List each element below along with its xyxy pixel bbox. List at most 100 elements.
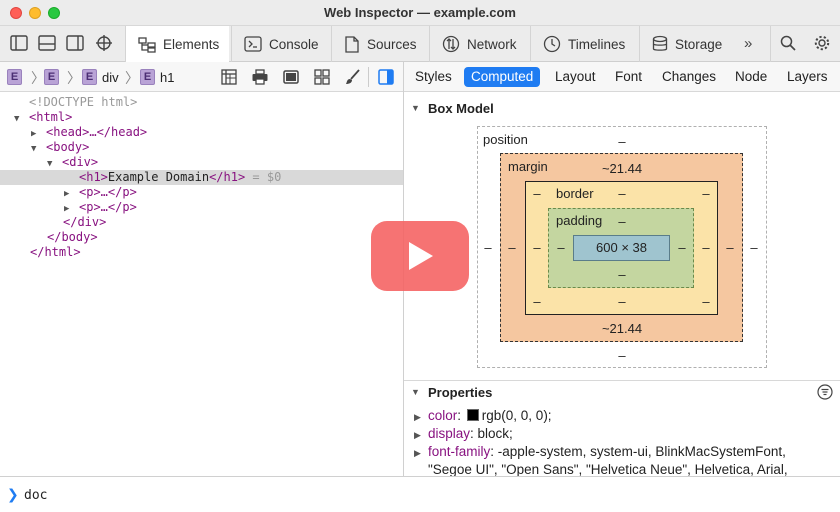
border-corner-value: – bbox=[533, 186, 541, 201]
dom-node-head[interactable]: ▶<head>…</head> bbox=[0, 125, 403, 140]
border-left-value[interactable]: – bbox=[533, 240, 541, 255]
breadcrumb-separator-icon: 〉 bbox=[125, 70, 139, 86]
timelines-icon bbox=[543, 35, 561, 53]
position-left-value[interactable]: – bbox=[484, 240, 492, 255]
dock-right-icon[interactable] bbox=[66, 34, 84, 52]
collapsed-triangle-icon[interactable]: ▶ bbox=[64, 204, 70, 214]
sidebar-tab-layout[interactable]: Layout bbox=[555, 69, 596, 84]
maximize-window-button[interactable] bbox=[48, 7, 60, 19]
collapsed-triangle-icon[interactable]: ▶ bbox=[64, 189, 70, 199]
screenshot-icon[interactable] bbox=[282, 68, 300, 86]
tab-sources[interactable]: Sources bbox=[331, 26, 427, 62]
dom-node-body[interactable]: ▼ <body> bbox=[0, 140, 403, 155]
tab-sources-label: Sources bbox=[367, 36, 417, 52]
tab-network[interactable]: Network bbox=[429, 26, 527, 62]
sidebar-tab-changes[interactable]: Changes bbox=[662, 69, 717, 84]
tab-storage[interactable]: Storage bbox=[639, 26, 732, 62]
sidebar-tab-styles[interactable]: Styles bbox=[415, 69, 452, 84]
margin-left-value[interactable]: – bbox=[508, 240, 516, 255]
breadcrumb-item-html[interactable]: E bbox=[7, 69, 22, 85]
storage-icon bbox=[652, 35, 668, 51]
property-color[interactable]: ▶color: rgb(0, 0, 0); bbox=[414, 408, 552, 423]
sidebar-tab-font[interactable]: Font bbox=[615, 69, 643, 84]
grid-overlay-icon[interactable] bbox=[220, 68, 238, 86]
box-model-header[interactable]: ▼ Box Model bbox=[404, 100, 840, 120]
close-window-button[interactable] bbox=[10, 7, 22, 19]
gear-icon[interactable] bbox=[813, 34, 831, 52]
property-display[interactable]: ▶display: block; bbox=[414, 426, 513, 441]
video-play-button[interactable] bbox=[371, 221, 469, 291]
tag-text: <body> bbox=[46, 140, 90, 154]
toggle-sidebar-icon[interactable] bbox=[377, 68, 395, 86]
collapsed-triangle-icon[interactable]: ▶ bbox=[31, 129, 37, 139]
search-icon[interactable] bbox=[779, 34, 797, 52]
dom-node-doctype[interactable]: <!DOCTYPE html> bbox=[0, 95, 403, 110]
dom-node-html-close[interactable]: </html> bbox=[0, 245, 403, 260]
margin-bottom-value[interactable]: ~21.44 bbox=[601, 321, 643, 336]
details-sidebar-tabs: Styles Computed Layout Font Changes Node… bbox=[404, 62, 840, 92]
brush-icon[interactable] bbox=[344, 68, 362, 86]
tag-text: </body> bbox=[47, 230, 98, 244]
collapsed-triangle-icon[interactable]: ▶ bbox=[414, 430, 421, 440]
breadcrumb-item-div[interactable]: E div bbox=[82, 69, 119, 85]
print-icon[interactable] bbox=[251, 68, 269, 86]
dom-node-p[interactable]: ▶<p>…</p> bbox=[0, 185, 403, 200]
padding-top-value[interactable]: – bbox=[618, 214, 626, 229]
sidebar-tab-layers[interactable]: Layers bbox=[787, 69, 828, 84]
more-tabs-button[interactable]: » bbox=[744, 35, 753, 52]
properties-header[interactable]: ▼ Properties bbox=[404, 384, 840, 404]
sidebar-tab-computed[interactable]: Computed bbox=[464, 67, 541, 87]
collapsed-triangle-icon[interactable]: ▶ bbox=[414, 448, 421, 458]
tab-storage-label: Storage bbox=[675, 36, 723, 52]
dom-node-html[interactable]: ▼<html> bbox=[0, 110, 403, 125]
toolbar-divider bbox=[368, 67, 369, 87]
console-input[interactable] bbox=[24, 486, 804, 504]
padding-bottom-value[interactable]: – bbox=[618, 267, 626, 282]
tab-console[interactable]: Console bbox=[231, 26, 329, 62]
color-swatch-icon[interactable] bbox=[466, 409, 479, 421]
padding-left-value[interactable]: – bbox=[557, 240, 565, 255]
element-badge-icon: E bbox=[44, 69, 59, 85]
dom-node-body-close[interactable]: </body> bbox=[0, 230, 403, 245]
tag-text: <h1> bbox=[79, 170, 108, 184]
filter-list-icon[interactable] bbox=[817, 384, 833, 400]
position-bottom-value[interactable]: – bbox=[618, 348, 626, 363]
dock-bottom-icon[interactable] bbox=[38, 34, 56, 52]
border-label: border bbox=[556, 186, 594, 201]
element-badge-icon: E bbox=[7, 69, 22, 85]
breadcrumb: E 〉 E 〉 E div 〉 E h1 bbox=[0, 62, 403, 92]
expanded-triangle-icon[interactable]: ▼ bbox=[47, 159, 53, 169]
content-box bbox=[573, 235, 670, 261]
element-picker-icon[interactable] bbox=[95, 34, 113, 52]
dock-left-icon[interactable] bbox=[10, 34, 28, 52]
dom-node-div-close[interactable]: </div> bbox=[0, 215, 403, 230]
property-name: color bbox=[428, 408, 458, 423]
expanded-triangle-icon[interactable]: ▼ bbox=[31, 144, 37, 154]
border-corner-value: – bbox=[702, 186, 710, 201]
network-icon bbox=[442, 35, 460, 53]
dom-node-p[interactable]: ▶<p>…</p> bbox=[0, 200, 403, 215]
dom-node-div[interactable]: ▼<div> bbox=[0, 155, 403, 170]
minimize-window-button[interactable] bbox=[29, 7, 41, 19]
dom-node-h1-selected[interactable]: <h1>Example Domain</h1> = $0 bbox=[0, 170, 403, 185]
border-bottom-value[interactable]: – bbox=[618, 294, 626, 309]
position-right-value[interactable]: – bbox=[750, 240, 758, 255]
position-top-value[interactable]: – bbox=[618, 134, 626, 149]
border-top-value[interactable]: – bbox=[618, 186, 626, 201]
tab-timelines[interactable]: Timelines bbox=[530, 26, 635, 62]
padding-right-value[interactable]: – bbox=[678, 240, 686, 255]
doctype-text: <!DOCTYPE html> bbox=[29, 95, 138, 109]
border-right-value[interactable]: – bbox=[702, 240, 710, 255]
breadcrumb-item-h1[interactable]: E h1 bbox=[140, 69, 174, 85]
sidebar-tab-node[interactable]: Node bbox=[735, 69, 768, 84]
expanded-triangle-icon[interactable]: ▼ bbox=[14, 114, 20, 124]
tab-elements[interactable]: Elements bbox=[125, 26, 230, 63]
margin-right-value[interactable]: – bbox=[726, 240, 734, 255]
margin-top-value[interactable]: ~21.44 bbox=[601, 161, 643, 176]
layout-grid-icon[interactable] bbox=[313, 68, 331, 86]
property-value: "Segoe UI", "Open Sans", "Helvetica Neue… bbox=[428, 462, 788, 476]
property-font-family[interactable]: ▶font-family: -apple-system, system-ui, … bbox=[414, 444, 786, 459]
property-value: rgb(0, 0, 0); bbox=[481, 408, 552, 423]
breadcrumb-item-body[interactable]: E bbox=[44, 69, 59, 85]
collapsed-triangle-icon[interactable]: ▶ bbox=[414, 412, 421, 422]
